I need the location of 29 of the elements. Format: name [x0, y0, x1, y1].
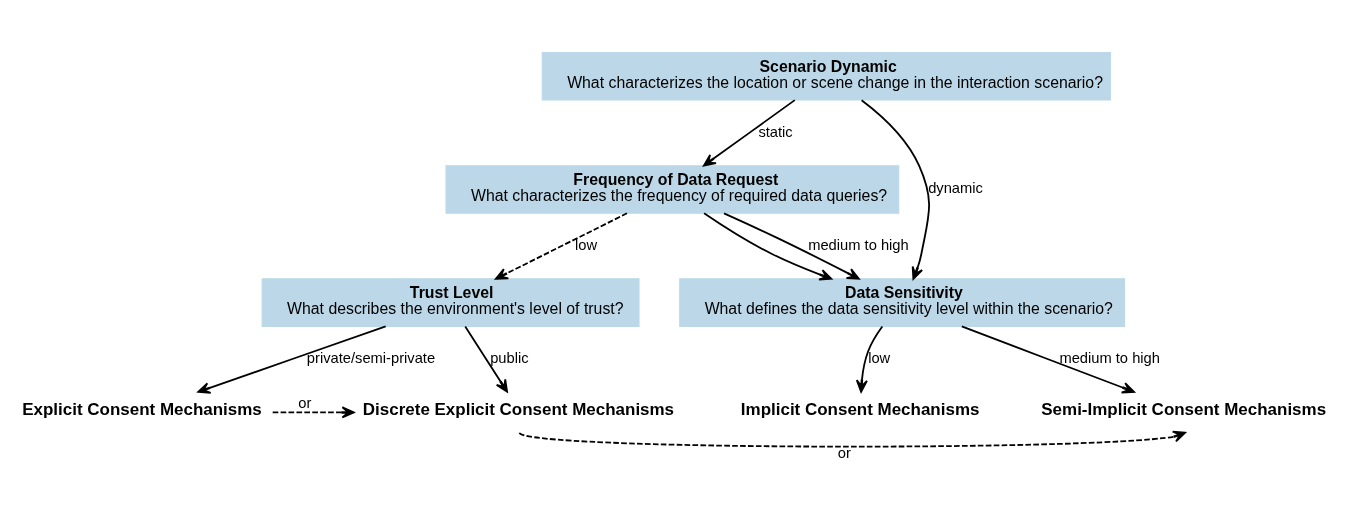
arrow — [960, 325, 1135, 393]
arrow — [271, 405, 355, 418]
arrow — [495, 211, 628, 280]
edge-label: low — [868, 349, 891, 366]
edge-label: private/semi-private — [306, 349, 436, 366]
arrow — [197, 325, 387, 394]
arrow — [855, 325, 884, 393]
node-text: Discrete Explicit Consent Mechanisms — [362, 399, 675, 419]
arrow — [518, 430, 1186, 447]
node-box: Trust Level What describes the environment's level of trust? — [261, 277, 640, 327]
node-box: Scenario Dynamic What characterizes the location or scene change in the interaction scenario? — [541, 51, 1111, 101]
edge-label: medium to high — [1059, 349, 1160, 366]
edge-label: or — [837, 444, 851, 461]
node-text: Implicit Consent Mechanisms — [740, 399, 980, 419]
arrow — [723, 211, 860, 280]
arrow — [464, 325, 508, 393]
edge-label: or — [298, 394, 312, 411]
edge-label: medium to high — [808, 236, 909, 253]
node-text: Semi-Implicit Consent Mechanisms — [1041, 399, 1327, 419]
node-box: Frequency of Data Request What characterizes the frequency of required data queries? — [445, 164, 900, 214]
arrow — [860, 98, 930, 280]
node-box: Data Sensitivity What defines the data sensitivity level within the scenario? — [679, 277, 1126, 327]
arrow — [702, 98, 796, 167]
edge-label: low — [575, 236, 598, 253]
arrow — [703, 211, 833, 281]
edge-label: public — [490, 349, 529, 366]
node-text: Explicit Consent Mechanisms — [22, 399, 262, 419]
edge-label: static — [758, 123, 793, 140]
edge-label: dynamic — [928, 179, 983, 196]
